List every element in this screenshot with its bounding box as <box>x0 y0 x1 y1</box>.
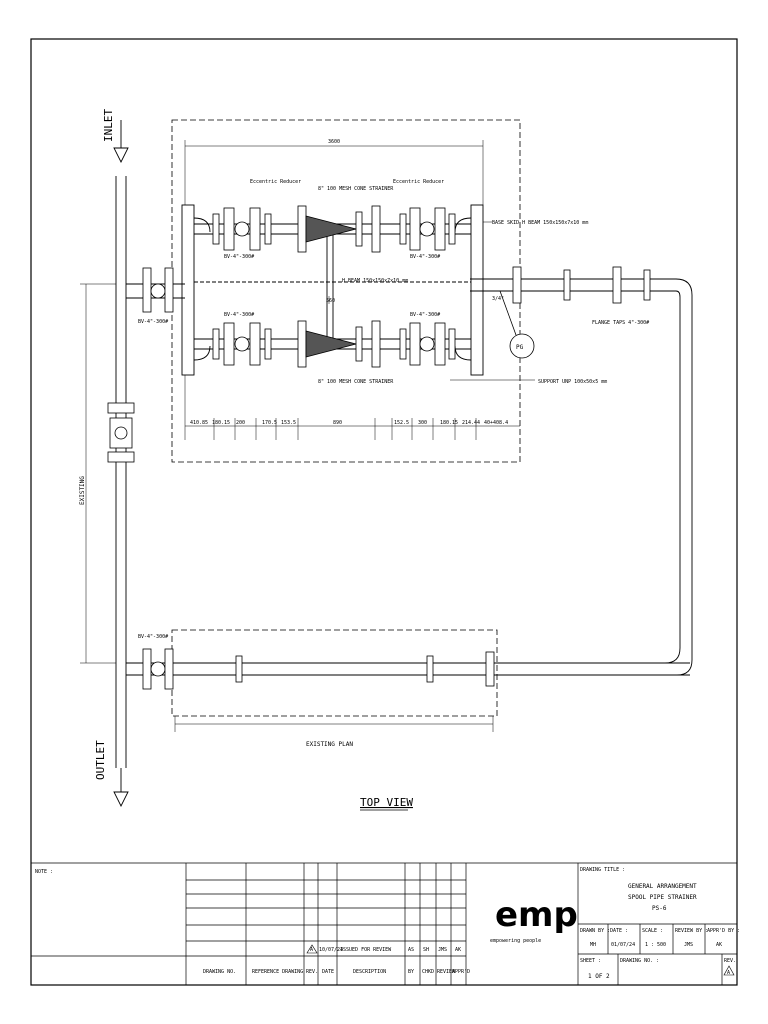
drawn-by-label: DRAWN BY : <box>580 928 610 934</box>
drawn-by: MH <box>590 942 596 948</box>
existing-label: EXISTING <box>79 476 86 505</box>
title-block-header: DRAWING NO. <box>203 969 236 975</box>
dim-overall: 3600 <box>328 139 340 145</box>
cone-strainer-top: 8" 100 MESH CONE STRAINER <box>318 186 394 192</box>
title-block-header: DESCRIPTION <box>353 969 386 975</box>
dim-bottom-value: 890 <box>333 420 342 426</box>
ecc-reducer-right: Eccentric Reducer <box>393 179 444 185</box>
bv-inlet: BV-4"-300# <box>138 319 168 325</box>
drawing-title-label: DRAWING TITLE : <box>580 867 625 873</box>
bottom-dimensions: 410.85 180.15 200 170.5 153.5 890 152.5 300 180.… <box>190 420 508 426</box>
rev-label: REV. <box>724 958 736 964</box>
valves-upper <box>212 205 456 253</box>
top-view-label: TOP VIEW <box>360 796 413 809</box>
dimension-lines <box>80 140 535 732</box>
title-block-header: REV. <box>306 969 318 975</box>
approved-by-label: APPR'D BY : <box>707 928 740 934</box>
bv-outlet: BV-4"-300# <box>138 634 168 640</box>
title-block-header: REVIEW <box>437 969 456 975</box>
scale-label: SCALE : <box>642 928 663 934</box>
bv-bot-left: BV-4"-300# <box>224 312 254 318</box>
flange-taps-label: FLANGE TAPS 4"-300# <box>592 320 649 326</box>
pg-size-label: 3/4" <box>492 296 504 302</box>
support-label: SUPPORT UNP 100x50x5 mm <box>538 379 607 385</box>
rev-row-desc: ISSUED FOR REVIEW <box>340 947 392 953</box>
sheet-label: SHEET : <box>580 958 601 964</box>
bv-top-right: BV-4"-300# <box>410 254 440 260</box>
sheet-border <box>30 38 738 986</box>
note-label: NOTE : <box>35 869 53 875</box>
rev-row-revw: JMS <box>438 947 447 953</box>
review-by: JMS <box>684 942 693 948</box>
review-by-label: REVIEW BY : <box>675 928 708 934</box>
dim-bottom-value: 180.15 <box>440 420 458 426</box>
dim-bottom-value: 214.44 <box>462 420 480 426</box>
rev-row-rev: A <box>310 947 313 953</box>
title-block-header: CHKD <box>422 969 434 975</box>
title-block-header: REFERENCE DRAWING <box>252 969 303 975</box>
valves-lower <box>212 320 456 368</box>
dim-bottom-value: 300 <box>418 420 427 426</box>
ecc-reducer-left: Eccentric Reducer <box>250 179 301 185</box>
inlet-label: INLET <box>102 109 115 142</box>
dimension-ticks <box>213 418 477 440</box>
title-block-header: APPR'D <box>452 969 470 975</box>
main-pipes <box>113 120 693 808</box>
date-value: 01/07/24 <box>611 942 635 948</box>
dim-bottom-value: 40+408.4 <box>484 420 508 426</box>
date-label: DATE : <box>610 928 628 934</box>
drawing-no-label: DRAWING NO. : <box>620 958 659 964</box>
rev-row-appd: AK <box>455 947 461 953</box>
base-skid-label: BASE SKID H BEAM 150x150x7x10 mm <box>492 220 588 226</box>
dim-bottom-value: 153.5 <box>281 420 296 426</box>
dim-bottom-value: 200 <box>236 420 245 426</box>
cone-strainer-bottom: 8" 100 MESH CONE STRAINER <box>318 379 394 385</box>
bv-top-left: BV-4"-300# <box>224 254 254 260</box>
main-valves <box>107 266 651 690</box>
company-tagline: empowering people <box>490 938 541 944</box>
dim-bottom-value: 152.5 <box>394 420 409 426</box>
title-block-header: DATE <box>322 969 334 975</box>
existing-plan-label: EXISTING PLAN <box>306 741 353 748</box>
company-logo: emp <box>495 895 578 935</box>
sheet-value: 1 OF 2 <box>588 973 610 980</box>
pg-label: PG <box>516 344 524 351</box>
title-block-header: BY <box>408 969 414 975</box>
h-beam-label: H BEAM 150x150x7x10 mm <box>342 278 408 284</box>
outlet-label: OUTLET <box>94 740 107 780</box>
dim-bottom-value: 170.5 <box>262 420 277 426</box>
rev-row-date: 10/07/24 <box>319 947 343 953</box>
title-block <box>31 862 737 985</box>
rev-row-by: AS <box>408 947 414 953</box>
approved-by: AK <box>716 942 722 948</box>
rev-row-chkd: SH <box>423 947 429 953</box>
title-line-1: GENERAL ARRANGEMENT <box>628 883 697 890</box>
title-line-2: SPOOL PIPE STRAINER <box>628 894 697 901</box>
bv-bot-right: BV-4"-300# <box>410 312 440 318</box>
title-line-3: PS-6 <box>652 905 667 912</box>
dim-bottom-value: 410.85 <box>190 420 208 426</box>
skid-frame-lower <box>171 629 498 717</box>
dim-center: 560 <box>326 298 335 304</box>
scale-value: 1 : 500 <box>645 942 666 948</box>
dim-bottom-value: 180.15 <box>212 420 230 426</box>
skid-frame-upper <box>171 119 521 463</box>
rev-value: A <box>727 970 730 976</box>
